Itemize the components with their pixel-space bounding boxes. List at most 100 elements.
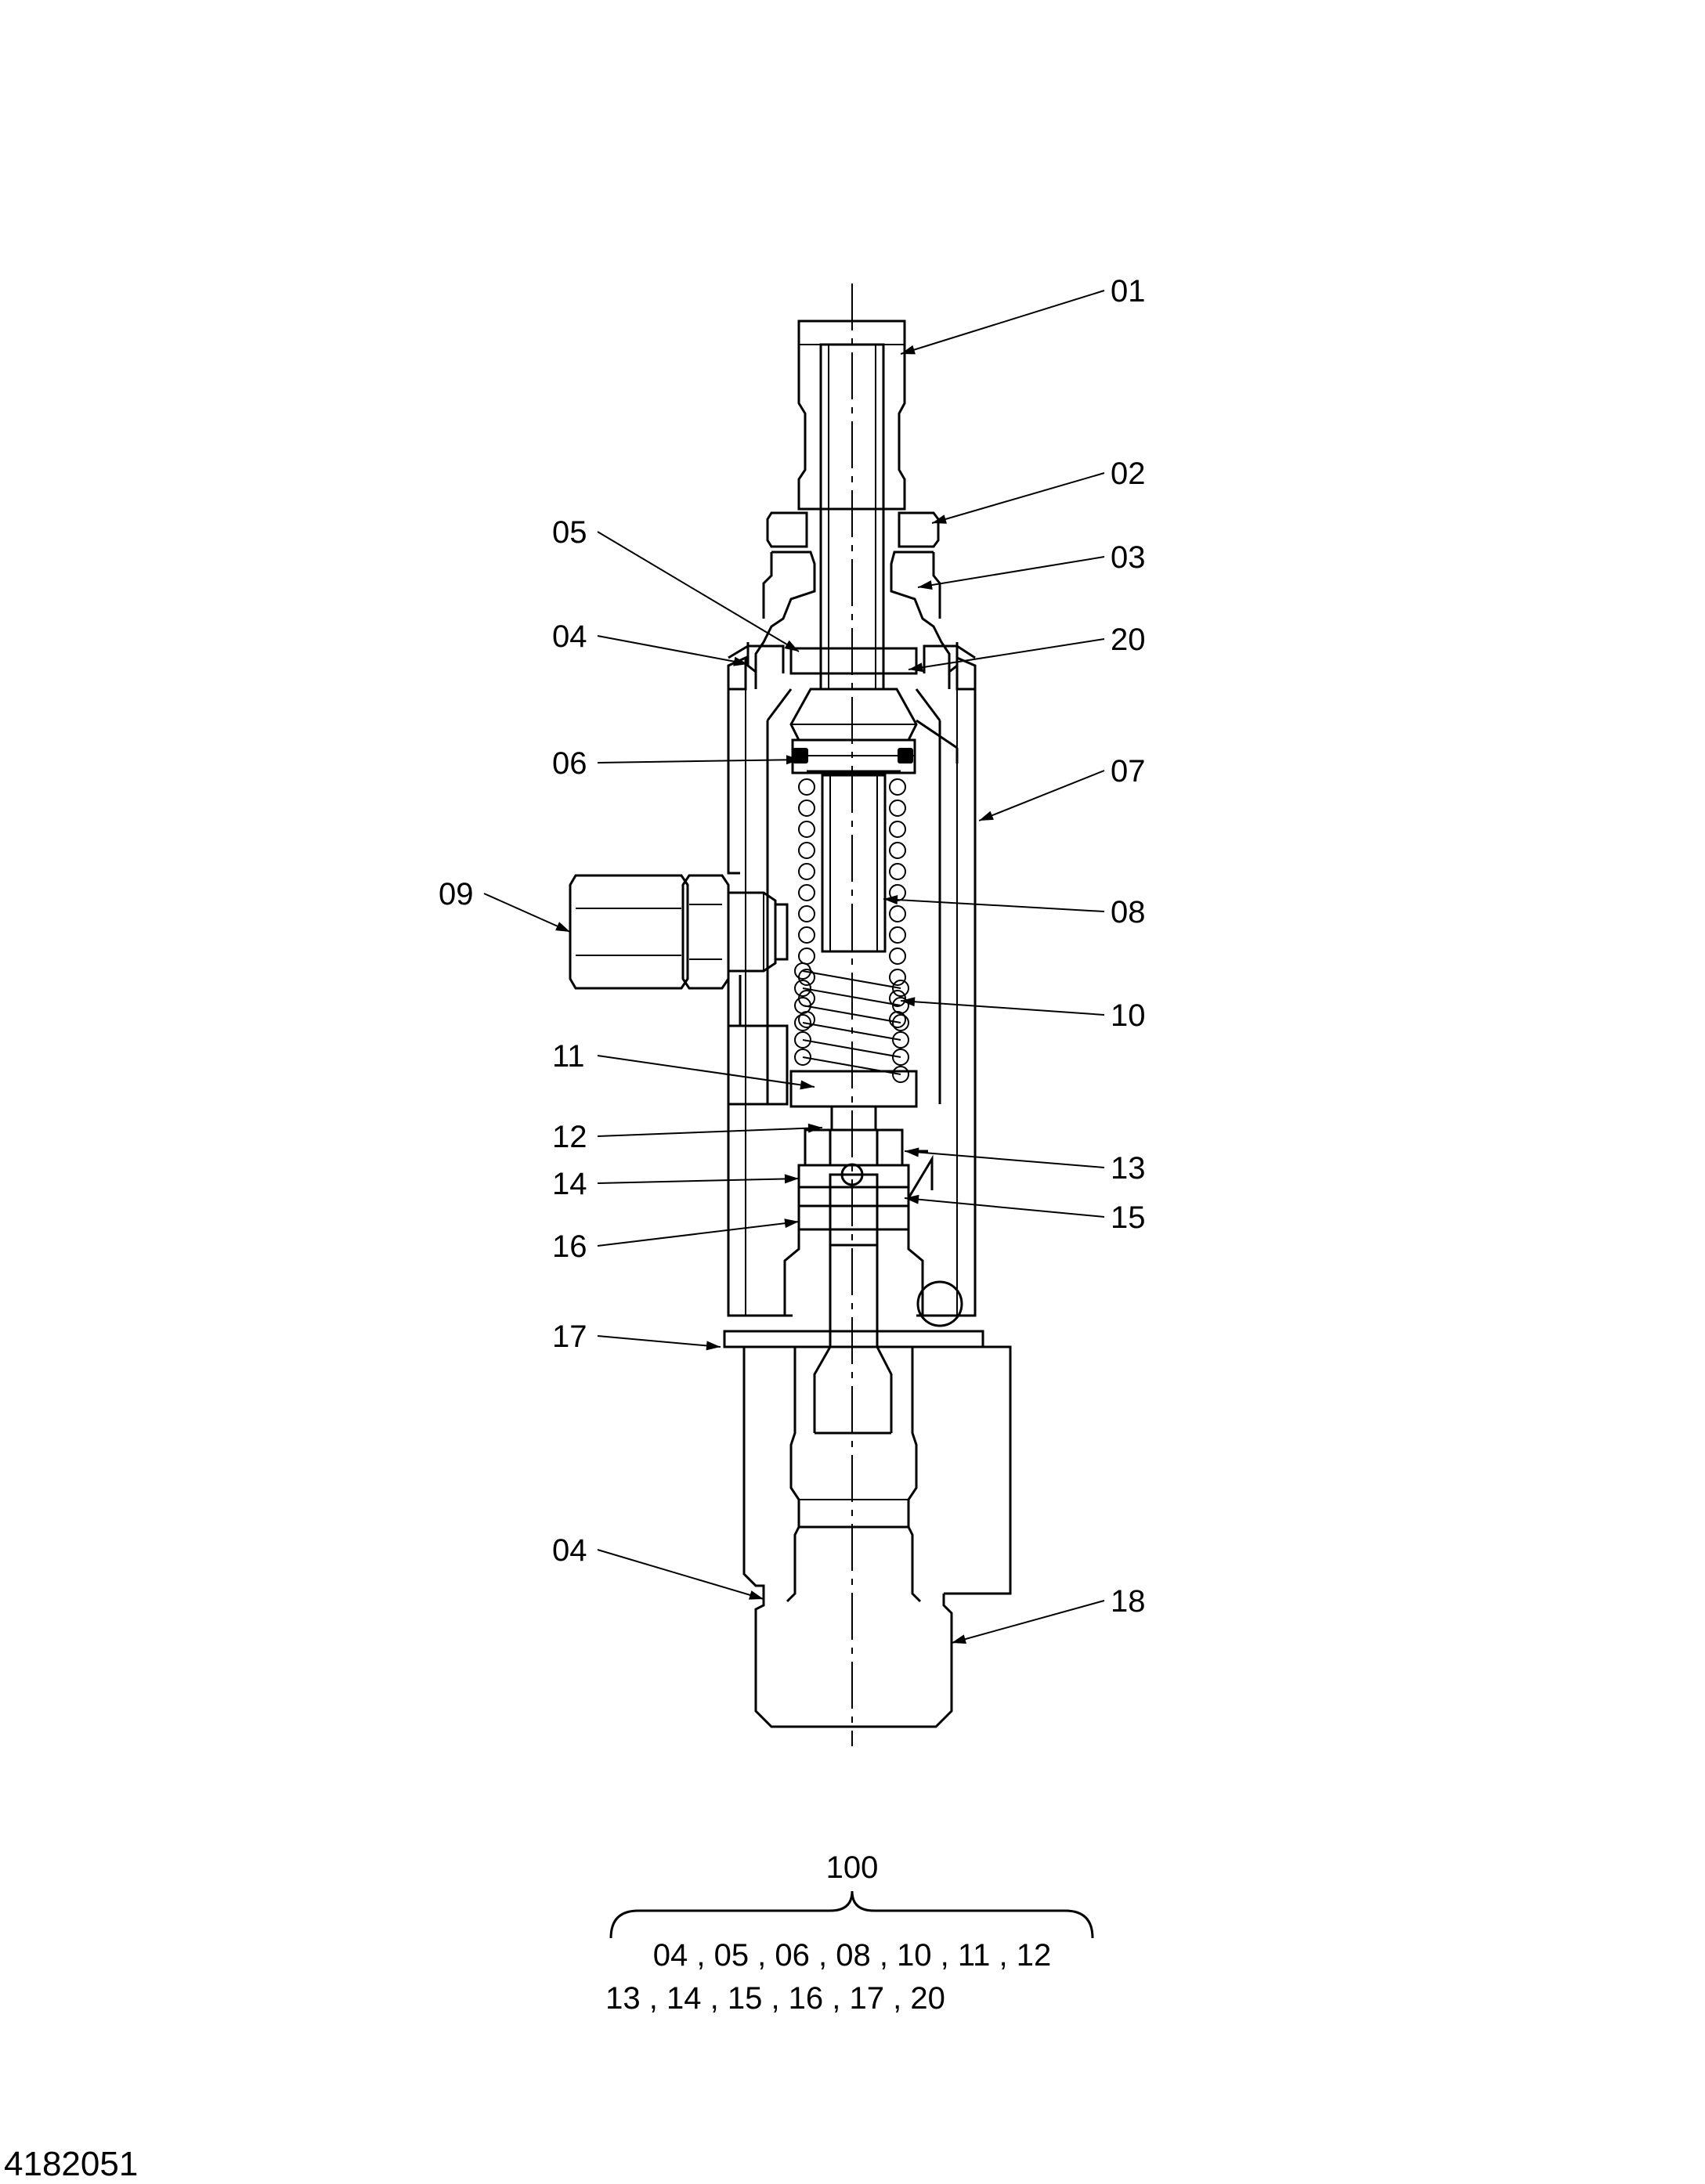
leader-arrowhead-c04a bbox=[733, 656, 748, 666]
spring-coil-section bbox=[889, 842, 906, 859]
leader-line-c03 bbox=[917, 556, 1105, 588]
callout-label-c04a: 04 bbox=[552, 619, 587, 654]
leader-line-c16 bbox=[597, 1221, 800, 1247]
spring-coil-section bbox=[889, 905, 906, 922]
spring-coil-section bbox=[794, 962, 811, 980]
leader-arrowhead-c08 bbox=[883, 895, 898, 905]
part-03-bonnet bbox=[754, 551, 951, 689]
spring-coil-section bbox=[892, 1014, 909, 1031]
callout-label-c04b: 04 bbox=[552, 1533, 587, 1568]
leader-line-c15 bbox=[904, 1197, 1105, 1218]
callout-label-c13: 13 bbox=[1111, 1151, 1146, 1186]
callout-label-c20: 20 bbox=[1111, 623, 1146, 657]
inner-sleeve bbox=[783, 1229, 924, 1433]
spring-coil-section bbox=[889, 863, 906, 880]
callout-label-c18: 18 bbox=[1111, 1584, 1146, 1619]
spring-coil-section bbox=[798, 778, 815, 796]
spring-coil-section bbox=[794, 980, 811, 997]
leader-line-c10 bbox=[900, 1000, 1105, 1016]
kit-parts-line-1: 04 , 05 , 06 , 08 , 10 , 11 , 12 bbox=[653, 1938, 1052, 1973]
callout-label-c14: 14 bbox=[552, 1167, 587, 1201]
spring-coil-section bbox=[892, 997, 909, 1014]
part-01-adjusting-cap bbox=[797, 319, 906, 691]
callout-label-c07: 07 bbox=[1111, 754, 1146, 789]
spring-coil-section bbox=[892, 1066, 909, 1083]
spring-coil-section bbox=[798, 926, 815, 944]
spring-coil-turn bbox=[802, 987, 901, 1006]
spring-coil-section bbox=[892, 980, 909, 997]
kit-parts-line-2: 13 , 14 , 15 , 16 , 17 , 20 bbox=[605, 1981, 945, 2016]
leader-arrowhead-c18 bbox=[952, 1634, 966, 1644]
spring-coil-turn bbox=[802, 1039, 901, 1058]
callout-label-c15: 15 bbox=[1111, 1200, 1146, 1235]
spring-coil-turn bbox=[802, 1022, 901, 1041]
spring-coil-section bbox=[889, 821, 906, 838]
leader-arrowhead-c17 bbox=[706, 1341, 721, 1351]
spring-coil-section bbox=[889, 778, 906, 796]
callout-label-c10: 10 bbox=[1111, 998, 1146, 1033]
leader-arrowhead-c04b bbox=[749, 1590, 764, 1600]
callout-label-c01: 01 bbox=[1111, 274, 1146, 309]
spring-coil-section bbox=[889, 926, 906, 944]
spring-coil-section bbox=[794, 1049, 811, 1066]
leader-line-c11 bbox=[597, 1055, 815, 1088]
callout-label-c11: 11 bbox=[552, 1039, 585, 1074]
spring-coil-section bbox=[889, 1011, 906, 1028]
part-05-poppet bbox=[766, 688, 959, 1104]
spring-coil-section bbox=[892, 1031, 909, 1049]
spring-coil-section bbox=[798, 842, 815, 859]
callout-label-c02: 02 bbox=[1111, 457, 1146, 491]
spring-coil-section bbox=[889, 800, 906, 817]
leader-line-c20 bbox=[908, 638, 1105, 670]
leader-line-c14 bbox=[597, 1178, 800, 1184]
document-number: 4182051 bbox=[4, 2145, 138, 2180]
leader-arrowhead-c12 bbox=[807, 1123, 822, 1133]
leader-line-c04a bbox=[597, 635, 749, 665]
callout-label-c08: 08 bbox=[1111, 895, 1146, 930]
callout-label-c12: 12 bbox=[552, 1120, 587, 1154]
leader-arrowhead-c13 bbox=[905, 1147, 919, 1157]
part-08-spring-guide bbox=[807, 770, 901, 953]
leader-line-c12 bbox=[597, 1127, 823, 1137]
spring-coil-section bbox=[798, 800, 815, 817]
spring-coil-section bbox=[798, 821, 815, 838]
leader-arrowhead-c03 bbox=[918, 580, 933, 590]
part-09-side-fitting bbox=[569, 874, 789, 990]
callout-label-c06: 06 bbox=[552, 746, 587, 781]
leader-line-c05 bbox=[597, 531, 800, 652]
spring-coil-section bbox=[794, 1031, 811, 1049]
callout-label-c17: 17 bbox=[552, 1319, 587, 1354]
spring-coil-section bbox=[889, 969, 906, 986]
leader-arrowhead-c20 bbox=[908, 662, 923, 673]
callout-label-c03: 03 bbox=[1111, 540, 1146, 575]
spring-coil-turn bbox=[802, 1005, 901, 1023]
leader-arrowhead-c05 bbox=[784, 640, 799, 652]
leader-arrowhead-c14 bbox=[784, 1174, 799, 1184]
leader-line-c18 bbox=[951, 1600, 1105, 1644]
kit-title: 100 bbox=[826, 1850, 879, 1885]
leader-arrowhead-c15 bbox=[905, 1194, 919, 1204]
part-12-16-lower-stack bbox=[797, 1128, 934, 1247]
callout-label-c16: 16 bbox=[552, 1229, 587, 1264]
leader-arrowhead-c07 bbox=[979, 810, 994, 821]
kit-group: 100 04 , 05 , 06 , 08 , 10 , 11 , 12 13 … bbox=[605, 1850, 1094, 2016]
spring-coil-section bbox=[798, 948, 815, 965]
leader-line-c04b bbox=[597, 1549, 764, 1600]
part-06-o-ring bbox=[791, 738, 916, 774]
spring-coil-section bbox=[798, 863, 815, 880]
part-17-washer bbox=[723, 1330, 984, 1348]
part-20-seat bbox=[789, 647, 918, 675]
leader-arrowhead-c01 bbox=[901, 345, 916, 355]
callout-label-c05: 05 bbox=[552, 515, 587, 550]
leader-arrowhead-c06 bbox=[786, 755, 800, 765]
spring-coil-section bbox=[794, 1014, 811, 1031]
spring-coil-turn bbox=[802, 970, 901, 989]
leader-line-c17 bbox=[597, 1335, 721, 1348]
spring-coil-section bbox=[794, 997, 811, 1014]
spring-coil-section bbox=[798, 905, 815, 922]
leader-arrowhead-c09 bbox=[555, 922, 570, 932]
part-07-body bbox=[727, 655, 977, 1317]
leader-line-c13 bbox=[904, 1150, 1105, 1168]
